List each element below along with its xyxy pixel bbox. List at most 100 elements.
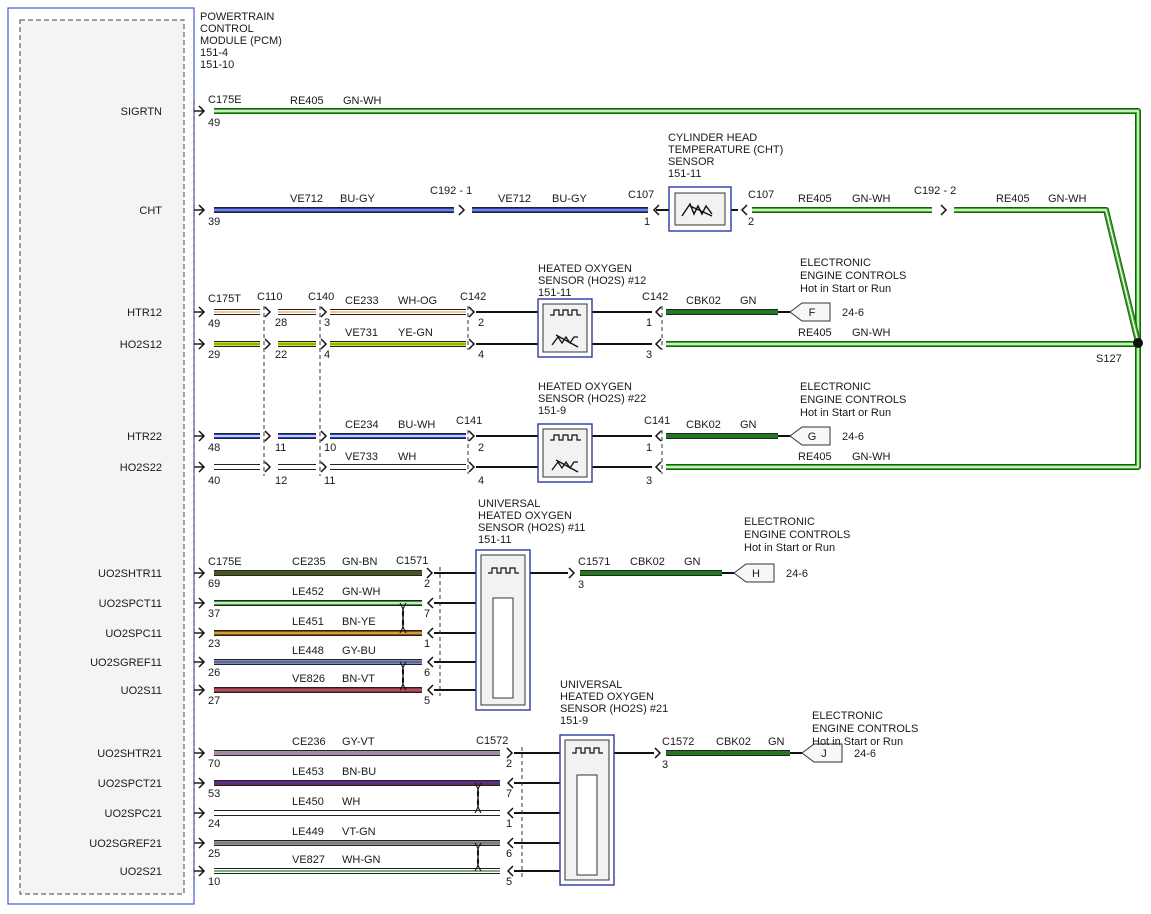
pin-number-label: 24 [208, 818, 220, 830]
circuit-label: VE826 [292, 673, 325, 685]
connector-label: C1571 [578, 556, 610, 568]
pin-number-label: 4 [478, 475, 484, 487]
hot-in-start-or-run-label: Hot in Start or Run [744, 542, 835, 554]
pcm-pin-label: UO2SPC21 [105, 808, 162, 820]
pcm-title-line: 151-4 [200, 47, 228, 59]
color-code-label: WH [398, 451, 416, 463]
component-title-line: SENSOR [668, 156, 715, 168]
color-code-label: BN-BU [342, 766, 376, 778]
oxygen-sensor-icon [551, 334, 579, 348]
hot-in-start-or-run-label: Hot in Start or Run [812, 736, 903, 748]
circuit-label: CE234 [345, 419, 379, 431]
sensing-element-icon [492, 597, 514, 699]
twisted-pair-icon [399, 602, 407, 634]
circuit-label: LE450 [292, 796, 324, 808]
heater-icon [550, 309, 581, 316]
color-code-label: GY-VT [342, 736, 375, 748]
heater-icon [572, 747, 603, 754]
pcm-module-inner [19, 19, 185, 895]
pin-number-label: 26 [208, 667, 220, 679]
pcm-pin-label: SIGRTN [121, 106, 162, 118]
pin-number-label: 4 [478, 349, 484, 361]
engine-controls-title-line: ENGINE CONTROLS [800, 270, 906, 282]
circuit-label: LE448 [292, 645, 324, 657]
component-title-line: SENSOR (HO2S) #12 [538, 275, 646, 287]
ho2s22-sensor [537, 423, 593, 483]
pin-number-label: 40 [208, 475, 220, 487]
pin-number-label: 53 [208, 788, 220, 800]
circuit-label: CE233 [345, 295, 379, 307]
thermistor-icon [681, 202, 713, 217]
color-code-label: GN-WH [852, 327, 891, 339]
circuit-label: CE236 [292, 736, 326, 748]
pin-number-label: 10 [208, 876, 220, 888]
color-code-label: GY-BU [342, 645, 376, 657]
pin-arrow-right [654, 747, 662, 759]
circuit-label: VE731 [345, 327, 378, 339]
color-code-label: WH-OG [398, 295, 437, 307]
pin-number-label: 37 [208, 608, 220, 620]
twisted-pair-icon [474, 782, 482, 814]
connector-label: C142 [460, 291, 486, 303]
component-title-line: HEATED OXYGEN [538, 263, 632, 275]
heater-icon [488, 567, 519, 574]
color-code-label: GN-WH [343, 95, 382, 107]
component-title-line: HEATED OXYGEN [560, 691, 654, 703]
sigrtn-wire-stripe [214, 110, 1139, 342]
engine-controls-title-line: ELECTRONIC [800, 381, 871, 393]
pin-arrow-left [740, 204, 748, 216]
connector-label: C192 - 2 [914, 185, 956, 197]
pin-arrow-right [264, 430, 272, 442]
pcm-pin-label: UO2SHTR11 [98, 568, 162, 580]
pin-arrow-left [654, 338, 662, 350]
component-title-line: 151-11 [668, 168, 701, 180]
engine-controls-title-line: ELECTRONIC [800, 257, 871, 269]
component-title-line: 151-11 [478, 534, 511, 546]
color-code-label: GN [684, 556, 701, 568]
labels-layer: SIGRTNCHTHTR12HO2S12HTR22HO2S22UO2SHTR11… [89, 94, 1121, 888]
engine-controls-title-line: ENGINE CONTROLS [800, 394, 906, 406]
pin-number-label: 5 [424, 695, 430, 707]
pin-number-label: 4 [324, 349, 330, 361]
ho2s22-sensor-inner [542, 428, 588, 478]
pin-arrow-right [468, 306, 476, 318]
circuit-label: VE827 [292, 854, 325, 866]
component-title-line: CYLINDER HEAD [668, 132, 757, 144]
connector-label: C175E [208, 94, 242, 106]
splice-dot [1133, 338, 1143, 348]
pin-arrow-left [426, 597, 434, 609]
pin-number-label: 2 [506, 758, 512, 770]
color-code-label: VT-GN [342, 826, 376, 838]
pcm-pin-label: UO2S11 [121, 685, 162, 697]
color-code-label: GN [740, 419, 757, 431]
connector-label: C1572 [662, 736, 694, 748]
pin-arrow-left [426, 684, 434, 696]
ho2s12-sensor-inner [542, 303, 588, 353]
pin-number-label: 6 [506, 848, 512, 860]
pin-number-label: 5 [506, 876, 512, 888]
pin-arrow-right [506, 747, 514, 759]
pin-number-label: 22 [275, 349, 287, 361]
pin-number-label: 49 [208, 318, 220, 330]
connector-label: C175E [208, 556, 242, 568]
connector-shape [801, 743, 843, 763]
pin-arrow-right [568, 567, 576, 579]
connector-label: C141 [644, 415, 670, 427]
pin-arrow-right [468, 461, 476, 473]
pin-number-label: 3 [646, 349, 652, 361]
pin-number-label: 7 [424, 608, 430, 620]
page-reference-label: 24-6 [854, 748, 876, 760]
pin-number-label: 48 [208, 442, 220, 454]
pin-number-label: 3 [578, 579, 584, 591]
circuit-label: RE405 [996, 193, 1030, 205]
color-code-label: WH-GN [342, 854, 381, 866]
component-title-line: TEMPERATURE (CHT) [668, 144, 783, 156]
pin-arrow-left [506, 837, 514, 849]
pcm-title-line: POWERTRAIN [200, 11, 274, 23]
pin-number-label: 2 [478, 317, 484, 329]
circuit-label: RE405 [798, 327, 832, 339]
connector-shape [733, 563, 775, 583]
color-code-label: BU-GY [340, 193, 376, 205]
connector-shape [789, 426, 831, 446]
connector-label: C107 [628, 189, 654, 201]
